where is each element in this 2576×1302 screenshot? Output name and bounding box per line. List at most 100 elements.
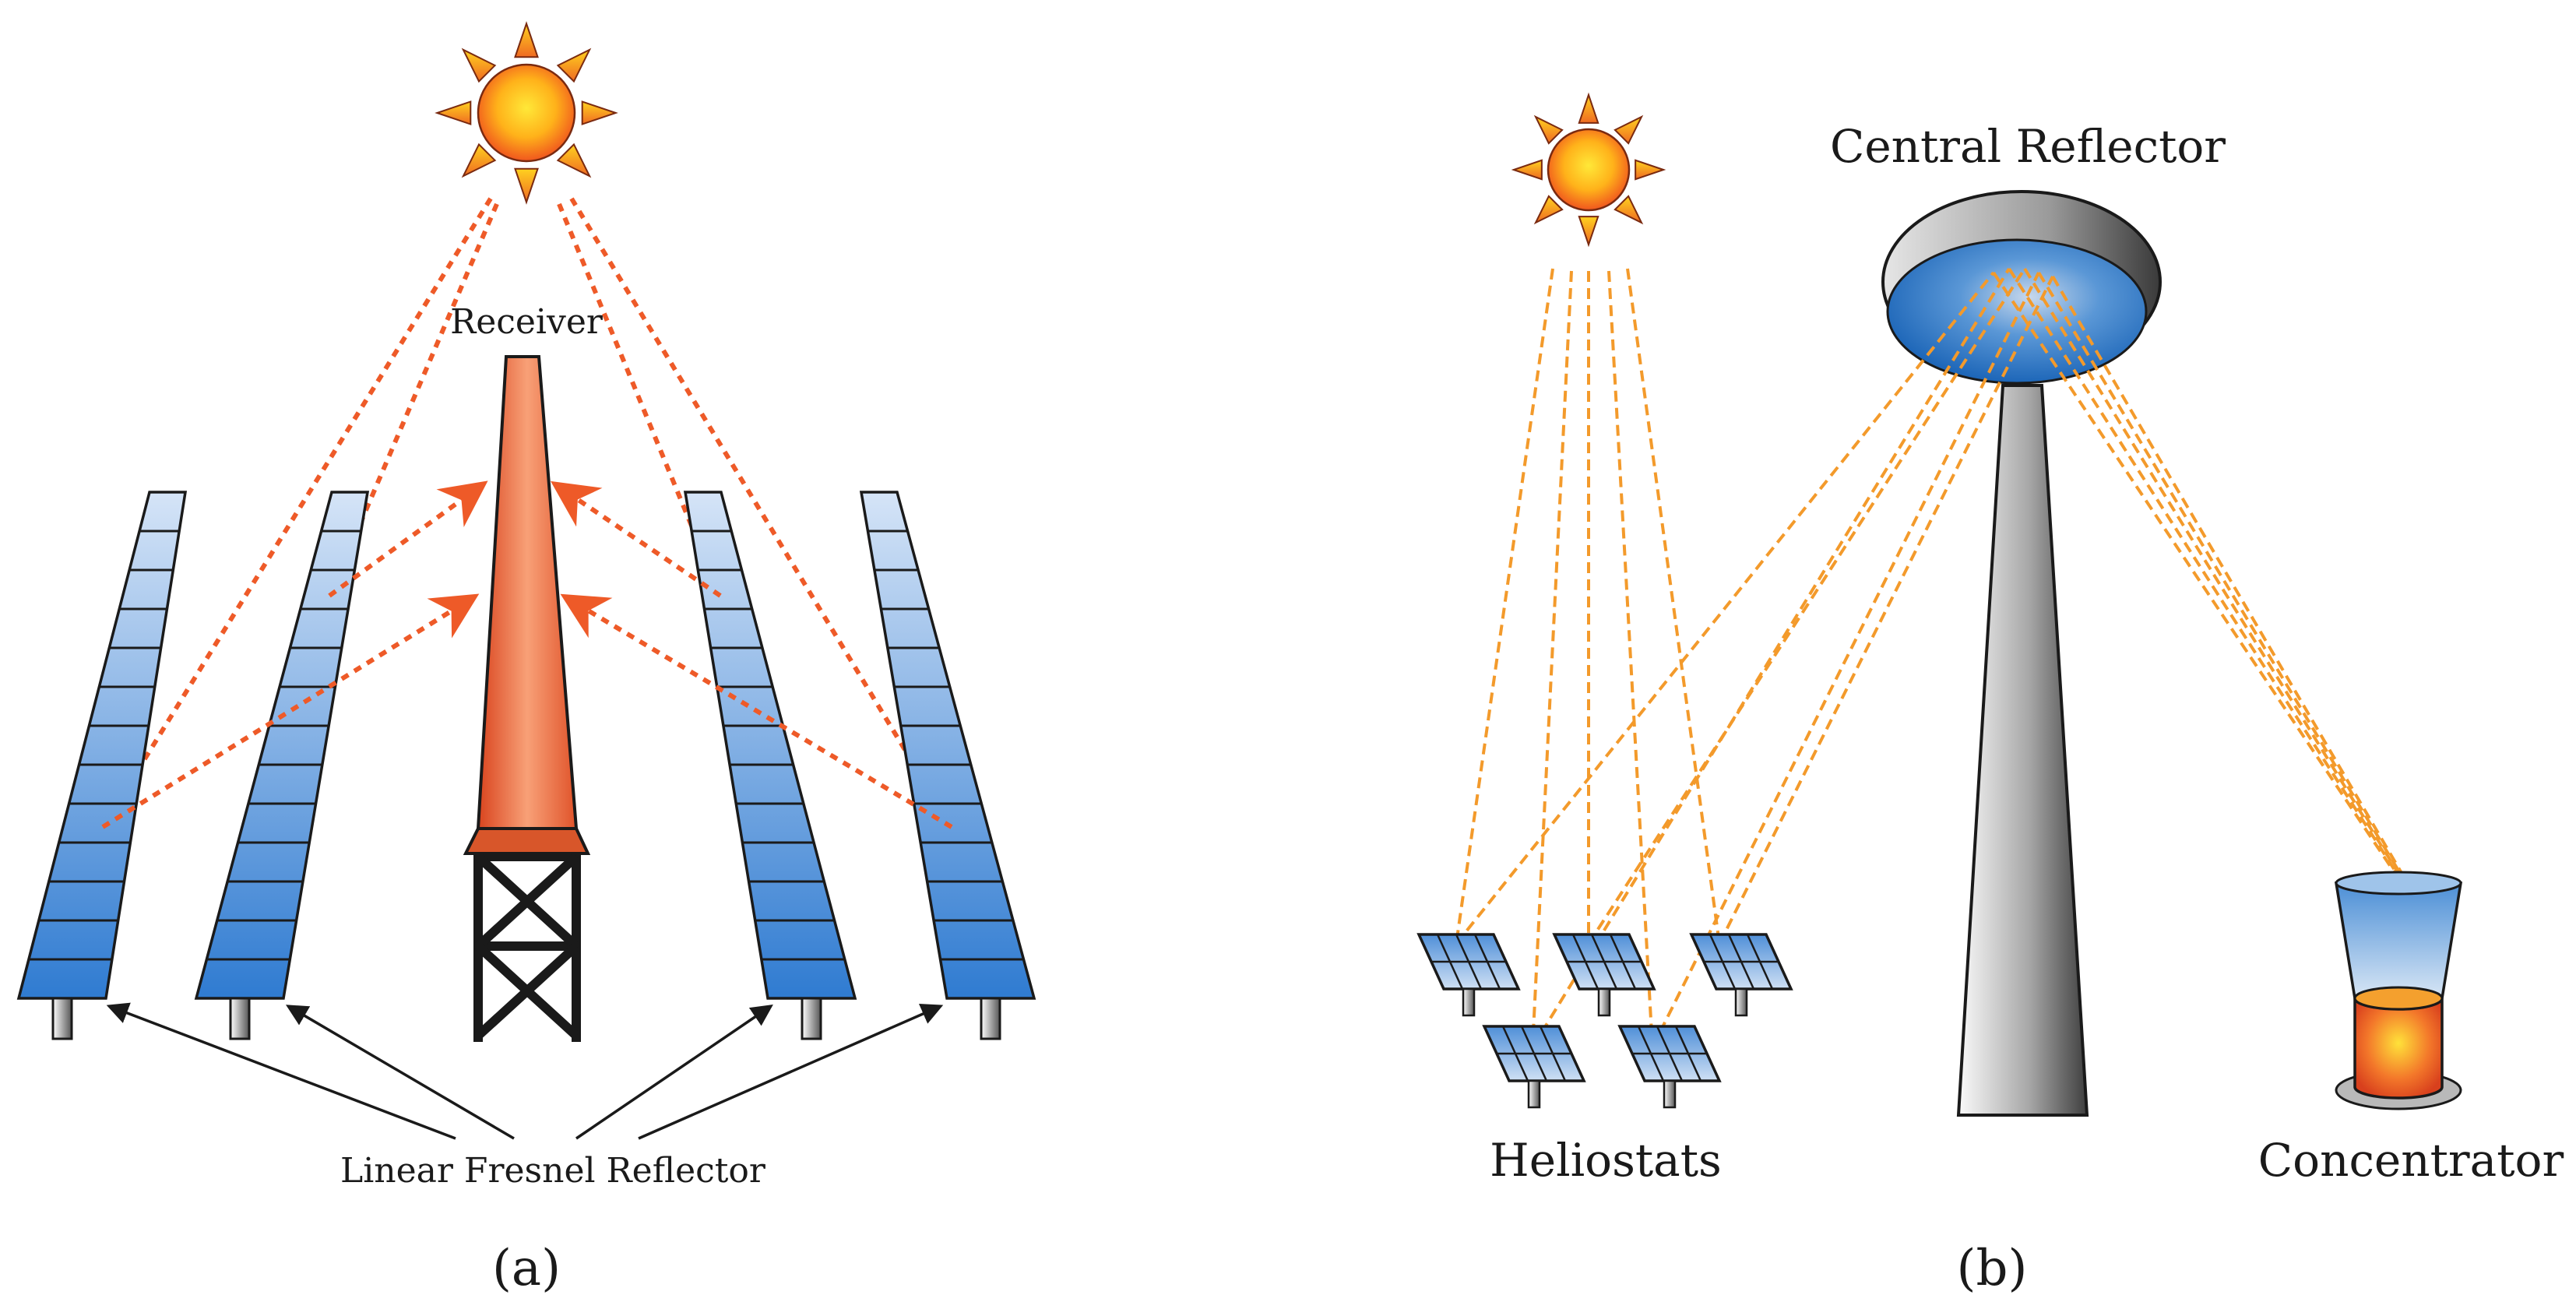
concentrator-funnel — [2334, 881, 2463, 1000]
sun-disc — [1547, 128, 1631, 212]
fresnel-reflector-row — [683, 491, 857, 1040]
sun-ray-spike — [1533, 195, 1564, 225]
heliostat-post — [1462, 987, 1476, 1017]
sun-ray-spike — [581, 100, 618, 125]
heliostat-grid-line — [1746, 934, 1774, 990]
sun-ray-spike — [1578, 92, 1599, 124]
fresnel-reflector-row — [16, 491, 188, 1040]
heliostat-post — [1663, 1079, 1677, 1109]
reflected-rays-b — [1455, 267, 2054, 1049]
heliostat-grid-line — [1674, 1026, 1702, 1082]
linear-fresnel-reflectors — [16, 491, 1036, 1040]
heliostat-grid-line — [1436, 934, 1464, 990]
heliostat — [1552, 933, 1656, 1017]
focused-ray — [2023, 267, 2403, 880]
sun-disc — [477, 63, 576, 163]
sun-ray-spike — [556, 143, 592, 178]
reflected-ray — [1651, 272, 2040, 1048]
receiver-tower-frame — [473, 852, 581, 1042]
reflector-post — [51, 997, 73, 1040]
reflected-ray — [328, 480, 488, 598]
funnel-mouth — [2335, 871, 2462, 896]
pointer-arrow — [285, 1005, 515, 1140]
reflector-post — [980, 997, 1001, 1040]
reflector-panel — [194, 491, 370, 1000]
pointer-arrow — [575, 1005, 773, 1140]
sun-ray — [1626, 268, 1721, 945]
sun-icon — [1511, 92, 1666, 248]
sun-ray-spike — [1635, 159, 1666, 181]
fresnel-reflector-row — [194, 491, 370, 1040]
reflected-ray — [101, 593, 480, 829]
sun-ray-spike — [461, 143, 497, 178]
reflected-ray — [1455, 271, 1995, 945]
reflector-label: Linear Fresnel Reflector — [340, 1151, 766, 1191]
central-reflector-label: Central Reflector — [1830, 120, 2226, 173]
heliostats-label: Heliostats — [1490, 1134, 1722, 1187]
heliostat-post — [1597, 987, 1611, 1017]
heliostat — [1617, 1025, 1722, 1109]
reflector-panel — [16, 491, 188, 1000]
focused-ray — [1992, 271, 2400, 880]
reflector-panel — [859, 491, 1036, 1000]
reflector-post — [801, 997, 822, 1040]
heliostat-grid-line — [1590, 934, 1618, 990]
sun-ray-spike — [461, 48, 497, 83]
heliostat-grid-line — [1709, 934, 1737, 990]
heliostat-grid-line — [1637, 1026, 1665, 1082]
sun-ray-spike — [514, 21, 539, 58]
heliostat-grid-line — [1727, 934, 1755, 990]
reflected-ray — [551, 480, 722, 598]
heliostat-grid-line — [1473, 934, 1501, 990]
focused-ray — [2008, 267, 2402, 880]
reflected-ray — [1718, 276, 2054, 945]
heliostat-grid-line — [1609, 934, 1637, 990]
sun-ray-spike — [435, 100, 472, 125]
heliostat-grid-line — [1571, 934, 1599, 990]
sun-ray — [1531, 270, 1573, 1048]
focused-rays-b — [1992, 267, 2406, 880]
reflector-pointers — [106, 1002, 944, 1140]
heliostat-grid-line — [1455, 934, 1483, 990]
concentrator-label: Concentrator — [2258, 1134, 2564, 1187]
heliostat-post — [1527, 1079, 1541, 1109]
focused-ray — [2051, 275, 2406, 880]
focused-ray — [2037, 271, 2405, 880]
heliostat — [1689, 933, 1793, 1017]
cylinder-top — [2353, 986, 2444, 1011]
panel-a-caption: (a) — [492, 1240, 561, 1297]
sun-ray-spike — [1614, 114, 1644, 145]
sun-ray — [327, 202, 499, 597]
dish-face — [1886, 238, 2148, 385]
sun-ray — [1455, 268, 1554, 945]
heliostat-grid-line — [1539, 1026, 1567, 1082]
sun-icon — [435, 21, 618, 205]
heliostat — [1482, 1025, 1586, 1109]
central-reflector-dish — [1881, 190, 2162, 385]
incident-rays-b — [1455, 268, 1721, 1048]
receiver-base — [463, 827, 591, 855]
reflected-rays-a — [101, 480, 953, 829]
reflector-post — [229, 997, 251, 1040]
sun-ray — [1607, 270, 1654, 1048]
tower-column — [1956, 384, 2089, 1117]
sun-ray — [569, 197, 954, 829]
sun-ray-spike — [514, 167, 539, 205]
heliostat-grid-line — [1501, 1026, 1529, 1082]
incident-rays-a — [100, 197, 954, 829]
reflected-ray — [1587, 267, 2026, 945]
sun-ray — [557, 202, 723, 597]
pointer-arrow — [106, 1002, 456, 1140]
panel-b-central-tower: Central Reflector Heliostats Concentrato… — [1416, 92, 2564, 1297]
concentrator — [2334, 871, 2463, 1110]
pointer-arrow — [638, 1004, 944, 1140]
panel-b-caption: (b) — [1957, 1240, 2028, 1297]
sun-ray-spike — [1614, 195, 1644, 225]
sun-ray-spike — [1511, 159, 1543, 181]
reflected-ray — [1531, 267, 2011, 1049]
receiver-label: Receiver — [450, 302, 604, 342]
reflector-panel — [683, 491, 857, 1000]
concentrator-cylinder — [2353, 998, 2444, 1100]
heliostat-grid-line — [1520, 1026, 1548, 1082]
heliostat-field — [1416, 933, 1793, 1109]
